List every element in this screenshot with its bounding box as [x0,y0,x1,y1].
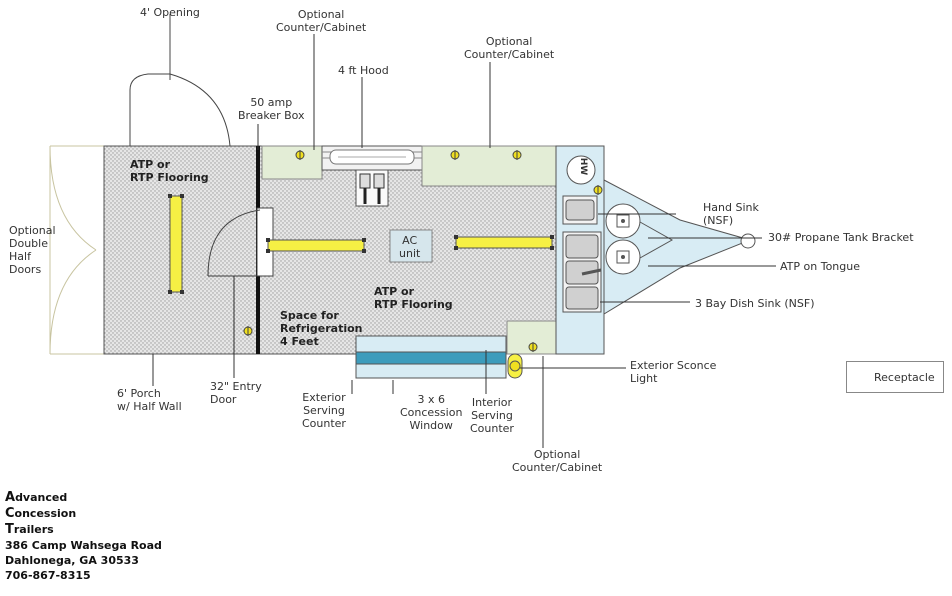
company-line-1: Advanced [5,490,162,506]
company-street: 386 Camp Wahsega Road [5,539,162,552]
legend: Receptacle [846,361,944,393]
label-ext-counter: Exterior Serving Counter [302,391,346,430]
label-breaker: 50 amp Breaker Box [238,96,305,122]
label-porch: 6' Porch w/ Half Wall [117,387,182,413]
porch-opening-swing [129,14,231,147]
label-floor-porch: ATP or RTP Flooring [130,158,209,184]
label-double-doors: Optional Double Half Doors [9,224,56,276]
label-refrigeration: Space for Refrigeration 4 Feet [280,309,363,348]
label-entry-door: 32" Entry Door [210,380,262,406]
company-info: Advanced Concession Trailers 386 Camp Wa… [5,490,162,583]
company-initial-1: A [5,490,16,505]
label-counter-top: Optional Counter/Cabinet [276,8,367,34]
water-heater [566,155,596,185]
label-ac-unit: AC unit [399,234,421,260]
serving-window [355,335,507,379]
label-hand-sink: Hand Sink (NSF) [703,201,759,227]
label-hw: HW [578,157,589,176]
label-opening: 4' Opening [140,6,200,19]
ac-unit [389,229,433,263]
company-rest-1: dvanced [15,491,68,504]
label-counter-bottom: Optional Counter/Cabinet [512,448,603,474]
optional-cabinet-top-right [421,145,557,187]
hood [321,145,423,207]
optional-cabinet-top-left [261,145,323,180]
company-rest-2: oncession [14,507,77,520]
company-initial-3: T [5,522,14,537]
company-phone: 706-867-8315 [5,569,91,582]
label-tongue: ATP on Tongue [780,260,860,273]
label-counter-right: Optional Counter/Cabinet [464,35,555,61]
label-hood: 4 ft Hood [338,64,389,77]
company-initial-2: C [5,506,15,521]
leader-lines [152,34,776,448]
label-window: 3 x 6 Concession Window [400,393,463,432]
company-city: Dahlonega, GA 30533 [5,554,139,567]
label-sconce: Exterior Sconce Light [630,359,717,385]
company-line-3: Trailers [5,522,162,538]
exterior-sconce [507,353,523,379]
label-int-counter: Interior Serving Counter [470,396,514,435]
double-half-doors [49,145,104,355]
company-line-2: Concession [5,506,162,522]
legend-label: Receptacle [874,371,935,384]
label-propane: 30# Propane Tank Bracket [768,231,914,244]
label-floor-main: ATP or RTP Flooring [374,285,453,311]
label-dish-sink: 3 Bay Dish Sink (NSF) [695,297,815,310]
company-rest-3: railers [13,523,54,536]
hand-sink [562,195,598,225]
light-fixtures [169,195,553,293]
propane-tanks [605,203,641,275]
three-bay-sink [562,231,602,313]
